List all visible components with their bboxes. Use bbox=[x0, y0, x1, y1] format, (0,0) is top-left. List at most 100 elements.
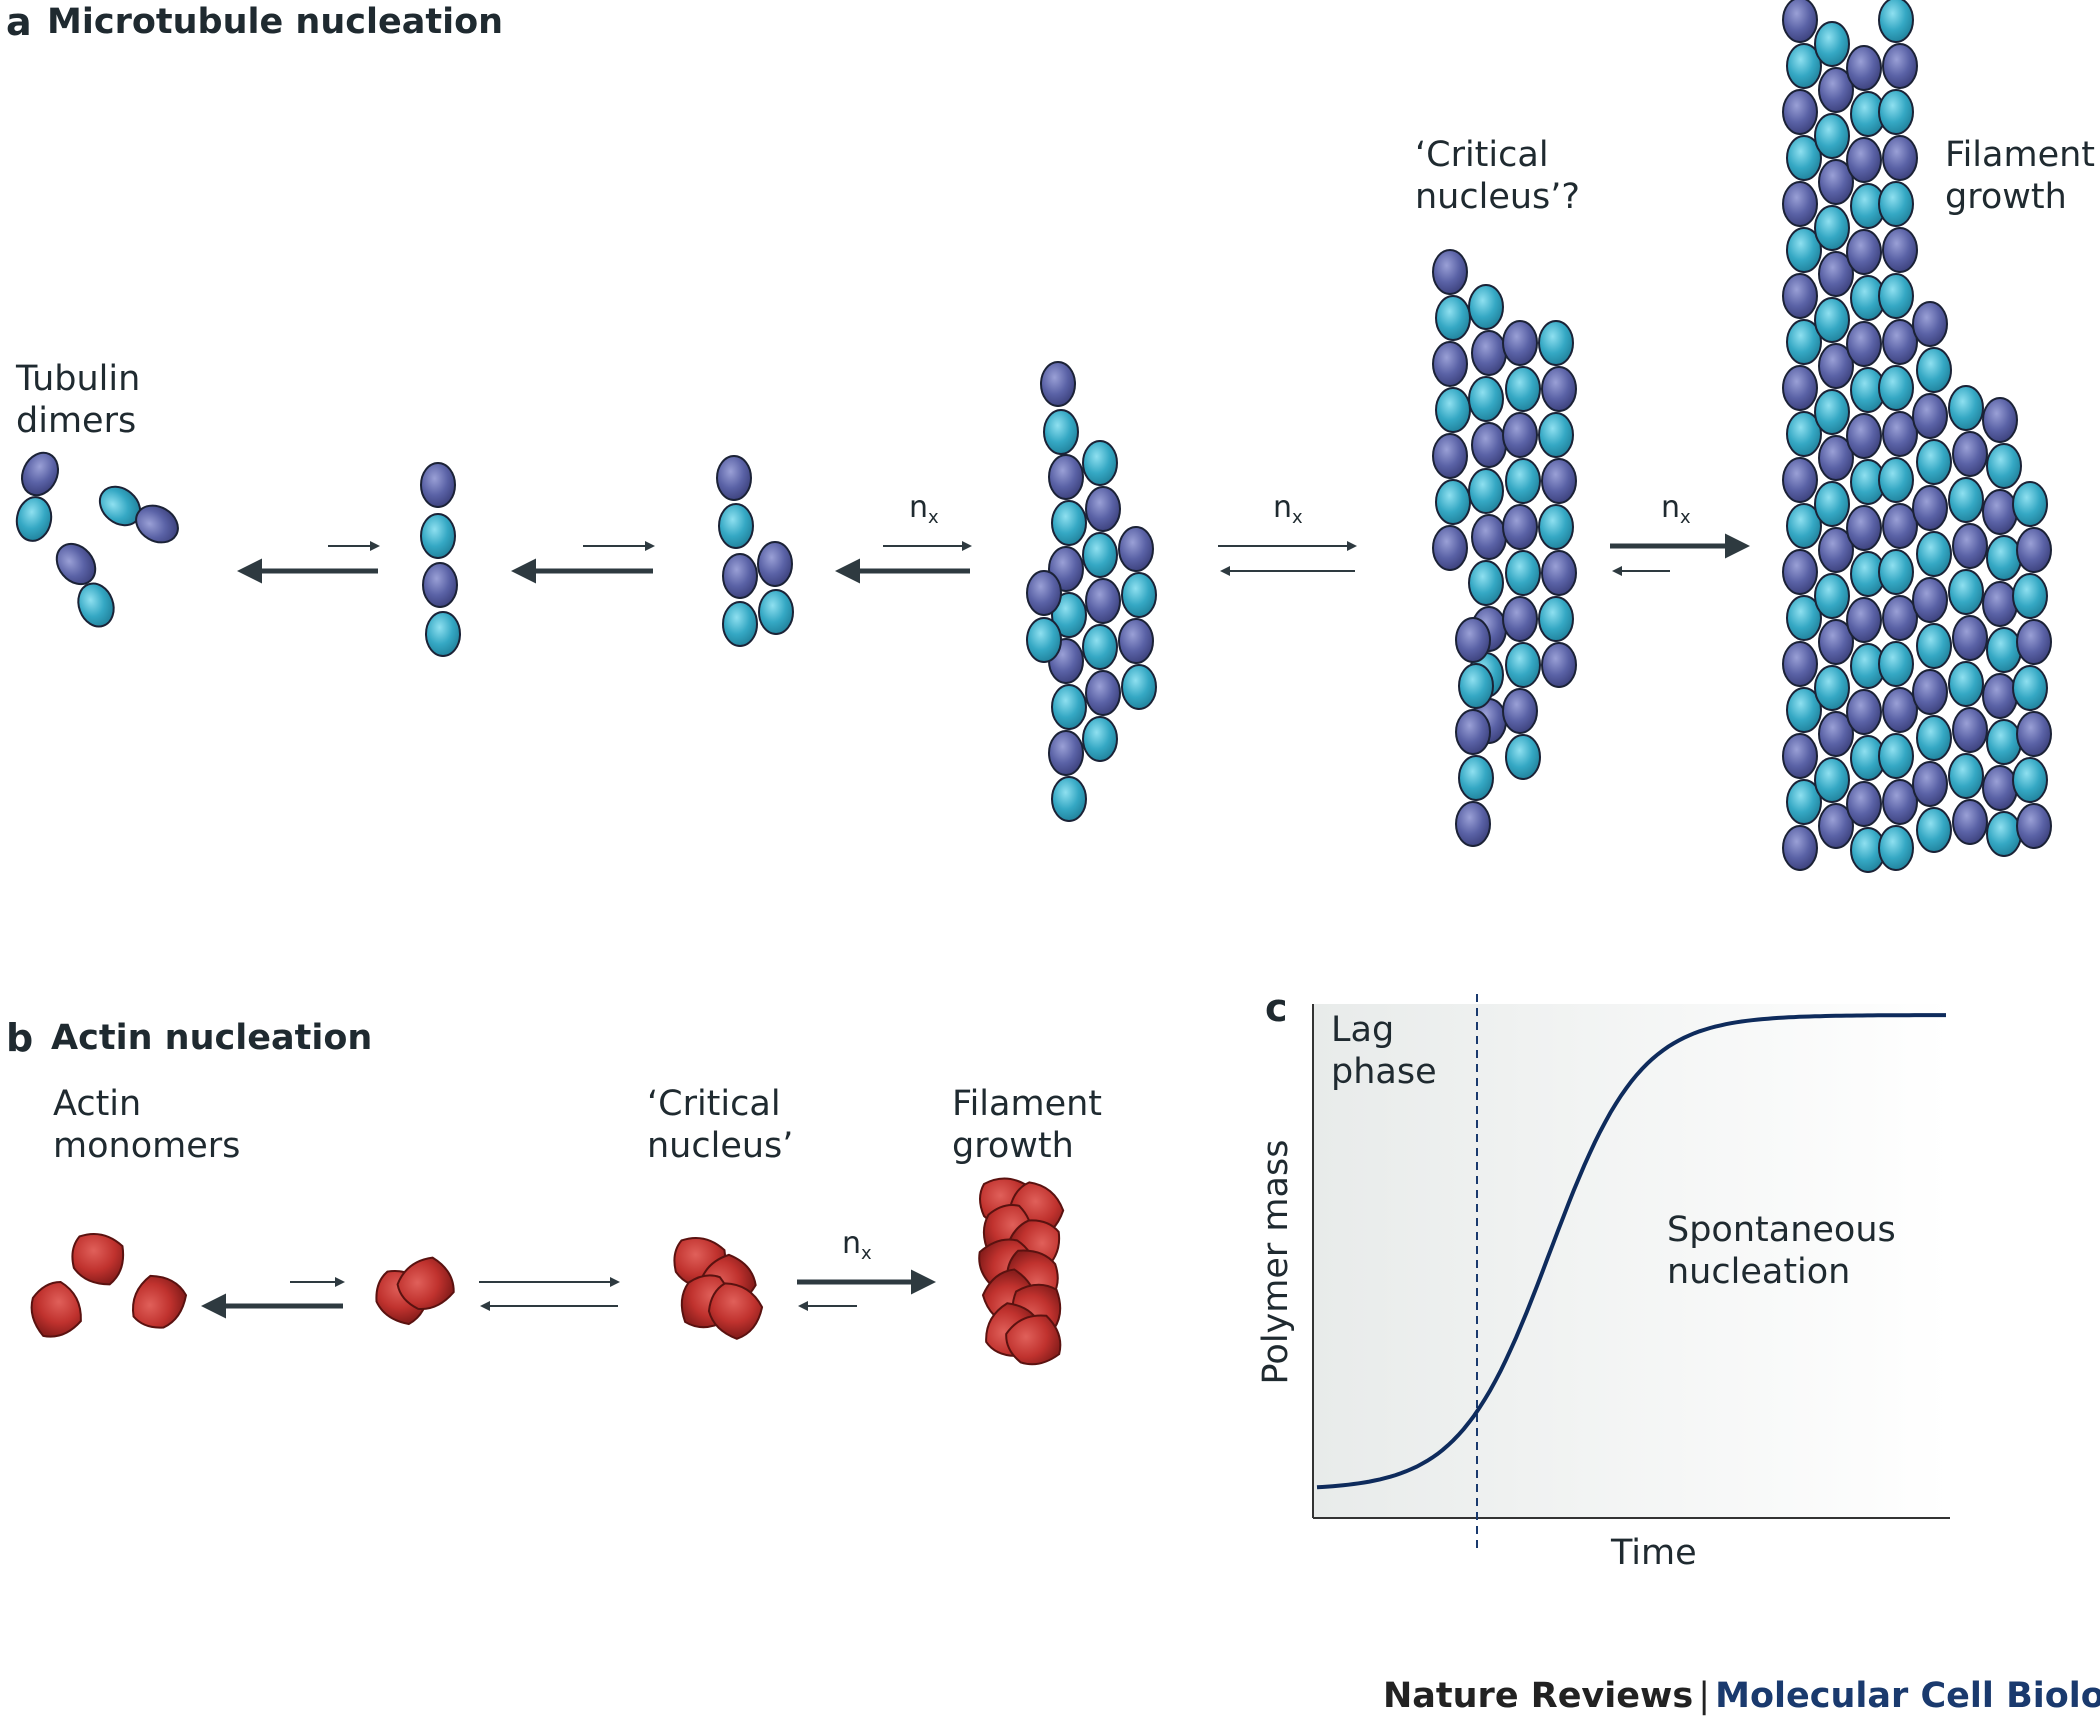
nx-label-actin: nx bbox=[842, 1226, 872, 1264]
beta-tubulin-subunit bbox=[1538, 412, 1574, 458]
alpha-tubulin-subunit bbox=[1048, 730, 1084, 776]
alpha-tubulin-subunit bbox=[1502, 688, 1538, 734]
alpha-tubulin-subunit bbox=[1982, 581, 2018, 627]
beta-tubulin-subunit bbox=[722, 601, 758, 647]
beta-tubulin-subunit bbox=[1082, 440, 1118, 486]
alpha-tubulin-subunit bbox=[422, 562, 458, 608]
beta-tubulin-subunit bbox=[1916, 623, 1952, 669]
label-spontaneous-nucleation: Spontaneous nucleation bbox=[1667, 1210, 1896, 1292]
alpha-tubulin-subunit bbox=[1455, 801, 1491, 847]
beta-tubulin-subunit bbox=[1986, 443, 2022, 489]
alpha-tubulin-subunit bbox=[1952, 615, 1988, 661]
alpha-tubulin-subunit bbox=[1912, 485, 1948, 531]
beta-tubulin-subunit bbox=[1505, 734, 1541, 780]
beta-tubulin-subunit bbox=[1786, 319, 1822, 365]
alpha-tubulin-subunit bbox=[1912, 761, 1948, 807]
alpha-tubulin-subunit bbox=[1118, 618, 1154, 664]
beta-tubulin-subunit bbox=[1786, 503, 1822, 549]
nx-label-2: nx bbox=[1273, 490, 1303, 528]
alpha-tubulin-subunit bbox=[1846, 413, 1882, 459]
beta-tubulin-subunit bbox=[1435, 387, 1471, 433]
alpha-tubulin-subunit bbox=[1085, 486, 1121, 532]
alpha-tubulin-subunit bbox=[1912, 669, 1948, 715]
alpha-tubulin-subunit bbox=[1085, 578, 1121, 624]
beta-tubulin-subunit bbox=[1538, 320, 1574, 366]
beta-tubulin-subunit bbox=[1814, 113, 1850, 159]
alpha-tubulin-subunit bbox=[722, 553, 758, 599]
beta-tubulin-subunit bbox=[1468, 284, 1504, 330]
alpha-tubulin-subunit bbox=[1846, 137, 1882, 183]
alpha-tubulin-subunit bbox=[1882, 411, 1918, 457]
beta-tubulin-subunit bbox=[758, 589, 794, 635]
label-actin-monomers: Actin monomers bbox=[53, 1084, 241, 1166]
alpha-tubulin-subunit bbox=[1502, 412, 1538, 458]
plot-background bbox=[1313, 1004, 1950, 1518]
alpha-tubulin-subunit bbox=[1818, 159, 1854, 205]
alpha-tubulin-subunit bbox=[1846, 229, 1882, 275]
panel-a-letter: a bbox=[6, 0, 32, 44]
alpha-tubulin-subunit bbox=[55, 542, 97, 586]
alpha-tubulin-subunit bbox=[1782, 825, 1818, 871]
alpha-tubulin-subunit bbox=[1048, 454, 1084, 500]
alpha-tubulin-subunit bbox=[1818, 67, 1854, 113]
beta-tubulin-subunit bbox=[1814, 389, 1850, 435]
beta-tubulin-subunit bbox=[1986, 719, 2022, 765]
beta-tubulin-subunit bbox=[1538, 596, 1574, 642]
alpha-tubulin-subunit bbox=[1541, 366, 1577, 412]
alpha-tubulin-subunit bbox=[1432, 341, 1468, 387]
actin-monomer bbox=[30, 1280, 82, 1338]
beta-tubulin-subunit bbox=[1505, 550, 1541, 596]
alpha-tubulin-subunit bbox=[1982, 489, 2018, 535]
beta-tubulin-subunit bbox=[1916, 347, 1952, 393]
alpha-tubulin-subunit bbox=[1541, 550, 1577, 596]
beta-tubulin-subunit bbox=[1986, 535, 2022, 581]
alpha-tubulin-subunit bbox=[1471, 330, 1507, 376]
beta-tubulin-subunit bbox=[1878, 733, 1914, 779]
beta-tubulin-subunit bbox=[425, 611, 461, 657]
actin-molecules bbox=[30, 1177, 1065, 1366]
beta-tubulin-subunit bbox=[1948, 661, 1984, 707]
beta-tubulin-subunit bbox=[1878, 641, 1914, 687]
alpha-tubulin-subunit bbox=[1882, 319, 1918, 365]
actin-monomer bbox=[707, 1282, 764, 1340]
alpha-tubulin-subunit bbox=[135, 504, 179, 544]
beta-tubulin-subunit bbox=[1916, 531, 1952, 577]
journal-footer: Nature Reviews | Molecular Cell Biology bbox=[1383, 1676, 2100, 1716]
label-critical-nucleus-mt: ‘Critical nucleus’? bbox=[1415, 135, 1580, 217]
beta-tubulin-subunit bbox=[1082, 532, 1118, 578]
label-tubulin-dimers: Tubulin dimers bbox=[16, 359, 141, 441]
alpha-tubulin-subunit bbox=[1882, 227, 1918, 273]
beta-tubulin-subunit bbox=[1878, 365, 1914, 411]
alpha-tubulin-subunit bbox=[1502, 596, 1538, 642]
alpha-tubulin-subunit bbox=[1782, 457, 1818, 503]
beta-tubulin-subunit bbox=[1916, 715, 1952, 761]
alpha-tubulin-subunit bbox=[2016, 803, 2052, 849]
nx-label-3: nx bbox=[1661, 490, 1691, 528]
actin-monomer bbox=[1005, 1314, 1062, 1366]
beta-tubulin-subunit bbox=[1051, 500, 1087, 546]
panel-c-letter: c bbox=[1265, 986, 1288, 1030]
alpha-tubulin-subunit bbox=[1882, 779, 1918, 825]
alpha-tubulin-subunit bbox=[1040, 361, 1076, 407]
alpha-tubulin-subunit bbox=[1471, 422, 1507, 468]
beta-tubulin-subunit bbox=[1082, 624, 1118, 670]
beta-tubulin-subunit bbox=[1878, 457, 1914, 503]
beta-tubulin-subunit bbox=[1948, 385, 1984, 431]
alpha-tubulin-subunit bbox=[1952, 431, 1988, 477]
equilibrium-arrows bbox=[201, 533, 1750, 1319]
alpha-tubulin-subunit bbox=[1952, 707, 1988, 753]
alpha-tubulin-subunit bbox=[1846, 45, 1882, 91]
panel-a-title: Microtubule nucleation bbox=[47, 2, 504, 42]
actin-monomer bbox=[132, 1274, 188, 1329]
beta-tubulin-subunit bbox=[1458, 755, 1494, 801]
nx-label-1: nx bbox=[909, 490, 939, 528]
alpha-tubulin-subunit bbox=[1782, 733, 1818, 779]
alpha-tubulin-subunit bbox=[1846, 505, 1882, 551]
alpha-tubulin-subunit bbox=[1541, 458, 1577, 504]
beta-tubulin-subunit bbox=[1786, 411, 1822, 457]
alpha-tubulin-subunit bbox=[1782, 0, 1818, 43]
alpha-tubulin-subunit bbox=[1432, 525, 1468, 571]
actin-monomer bbox=[396, 1256, 455, 1310]
alpha-tubulin-subunit bbox=[1782, 365, 1818, 411]
